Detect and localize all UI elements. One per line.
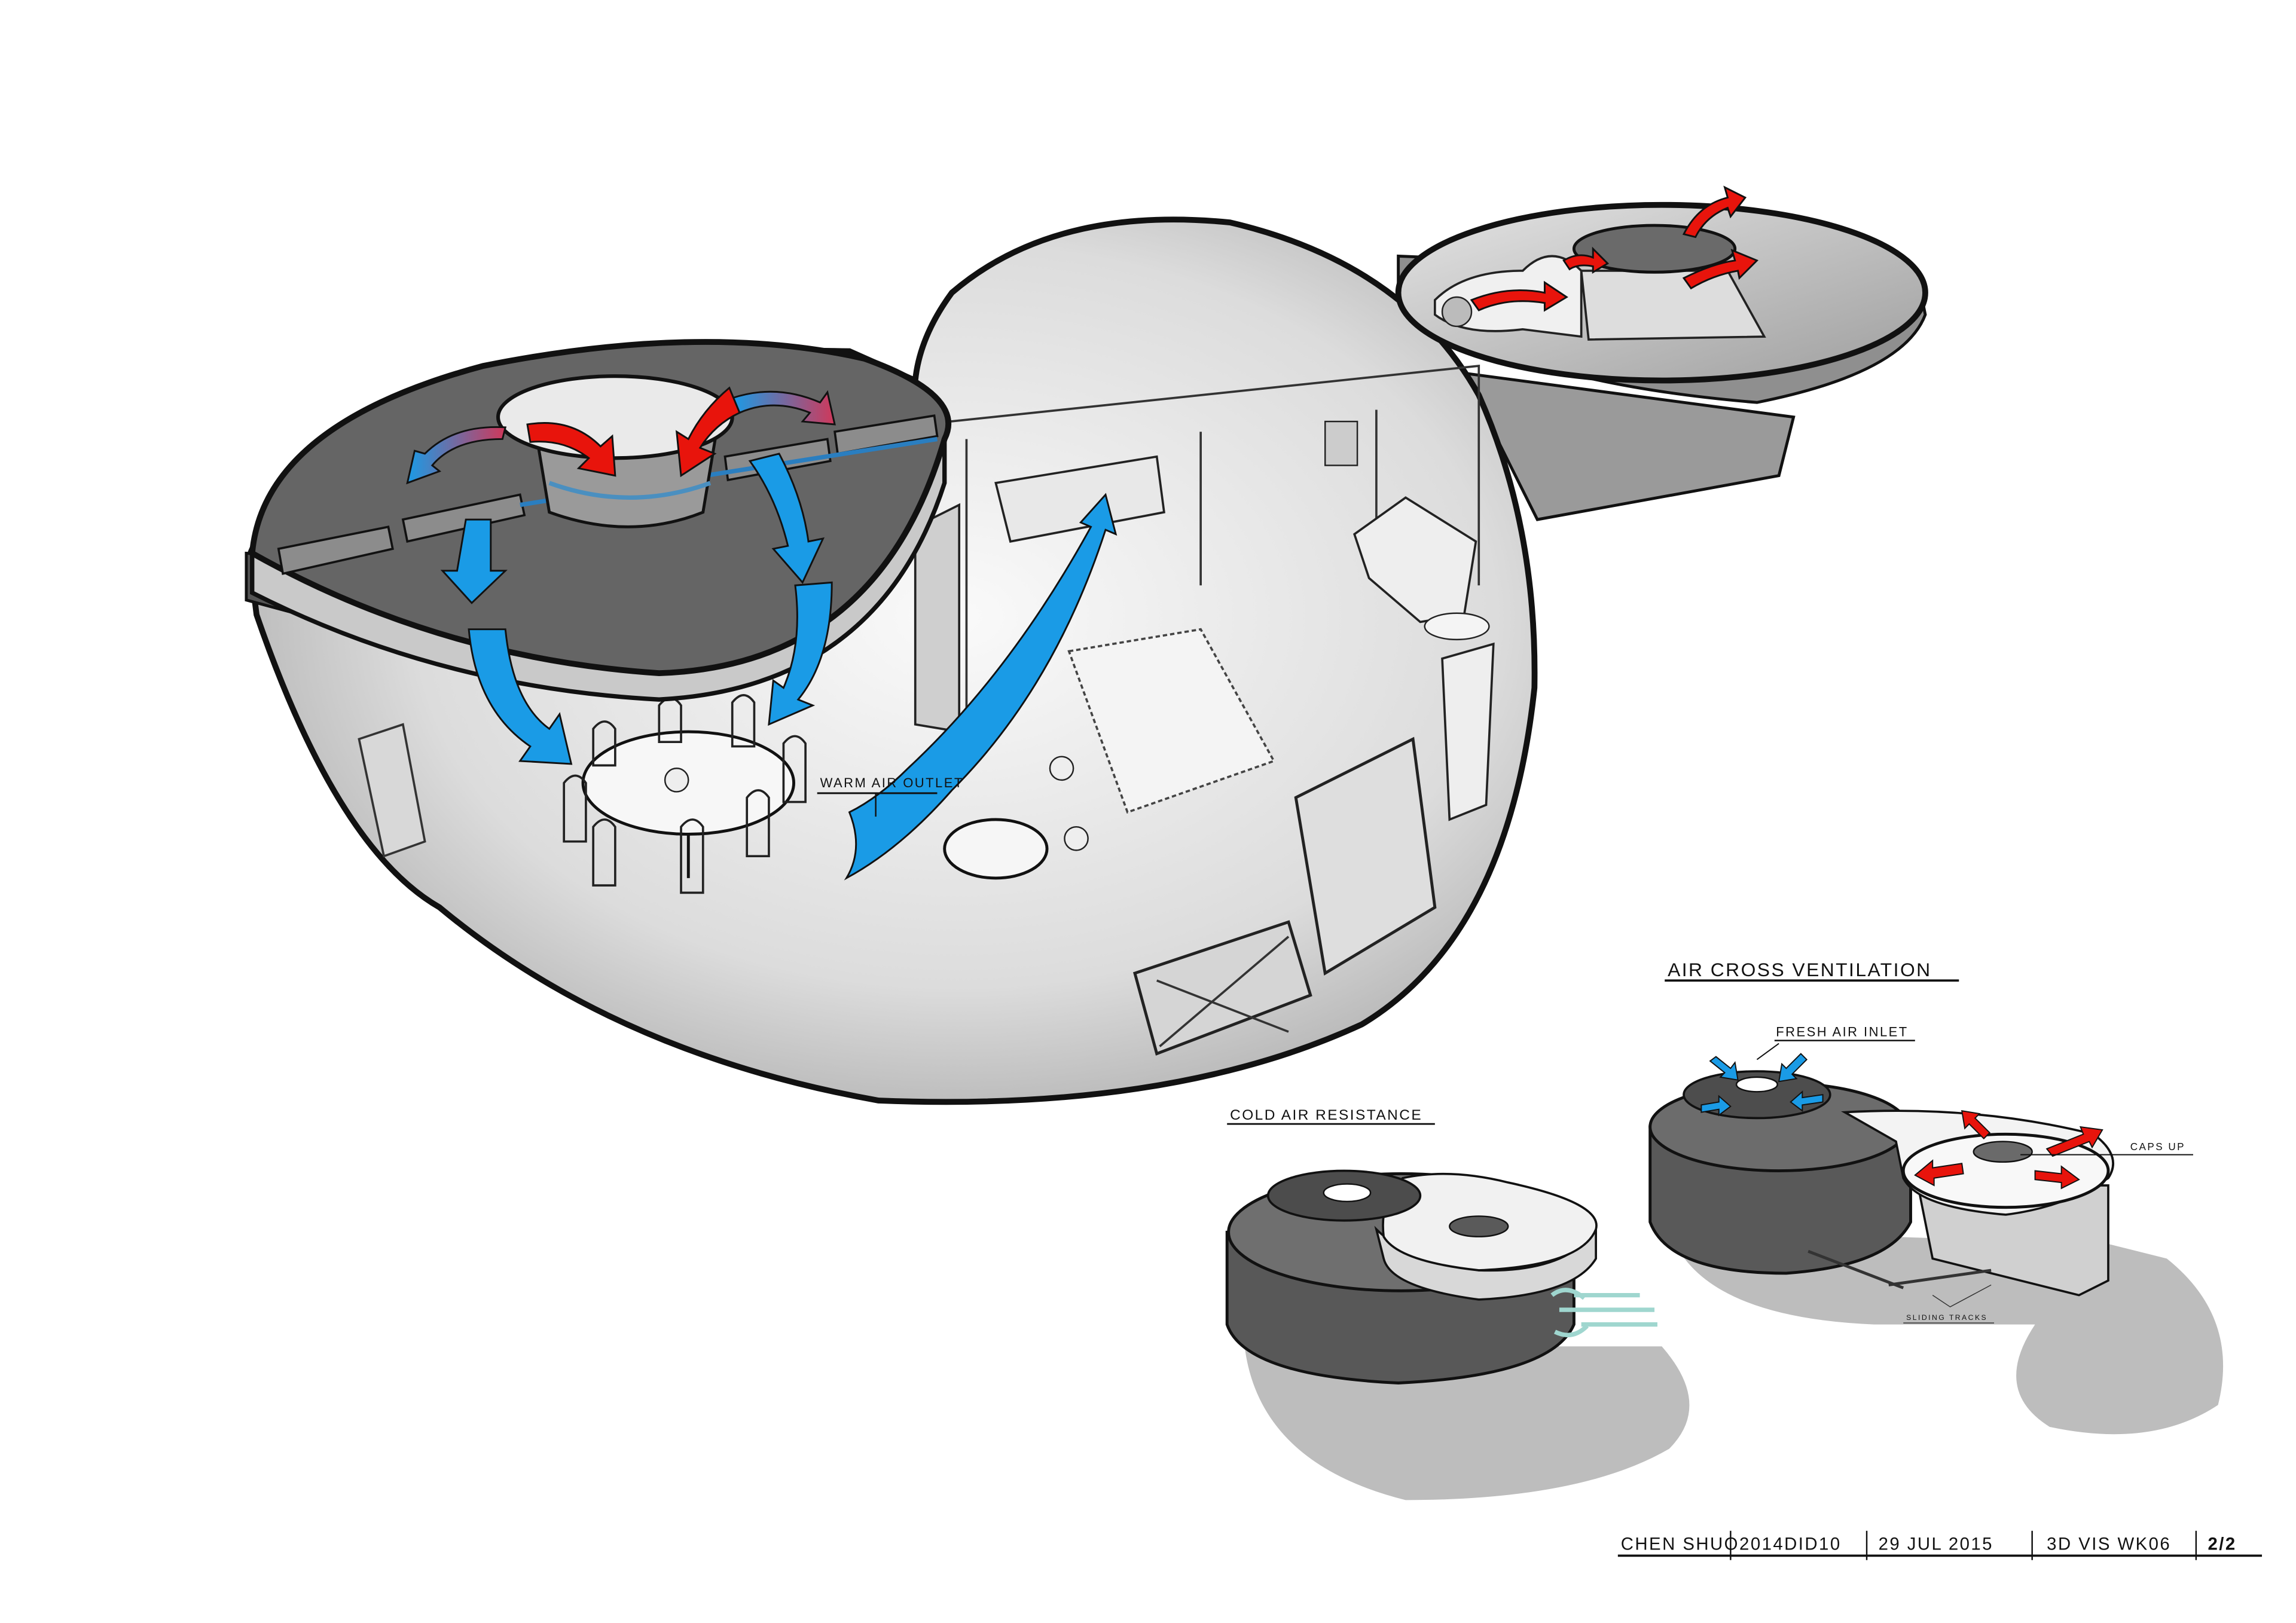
caps-up-label: CAPS UP — [2130, 1141, 2185, 1153]
red-arrow-icon — [1914, 1159, 1964, 1187]
red-arrow-icon — [1961, 1109, 1991, 1140]
dining-set — [563, 694, 807, 894]
red-arrow-icon — [2034, 1165, 2080, 1190]
air-cross-ventilation-title: AIR CROSS VENTILATION — [1668, 959, 1931, 980]
red-arrow-icon — [1470, 280, 1568, 312]
wind-icon — [1550, 1288, 1657, 1337]
red-arrow-icon — [2045, 1126, 2103, 1157]
red-arrow-icon — [526, 422, 616, 477]
red-arrow-icon — [1682, 249, 1759, 290]
blue-arrow-icon — [731, 390, 836, 426]
title-block: CHEN SHUO 2014DID10 29 JUL 2015 3D VIS W… — [1617, 1530, 2263, 1560]
air-cross-ventilation-diagram: AIR CROSS VENTILATION FRESH AIR INLET CA… — [1648, 959, 2224, 1435]
warm-air-arrows — [526, 185, 1759, 478]
red-arrow-icon — [1682, 185, 1747, 239]
blue-arrow-icon — [468, 628, 573, 765]
cool-air-arrows — [406, 390, 1118, 881]
blue-arrow-icon — [1700, 1095, 1732, 1117]
date: 29 JUL 2015 — [1879, 1535, 1993, 1554]
warm-air-outlet-callout: WARM AIR OUTLET — [817, 775, 964, 817]
rug — [1067, 628, 1276, 814]
blue-arrow-icon — [406, 426, 507, 485]
warm-air-outlet-arrow-icon — [844, 493, 1118, 881]
fresh-air-inlet-label: FRESH AIR INLET — [1776, 1024, 1908, 1039]
blue-arrow-icon — [1778, 1053, 1808, 1083]
red-arrow-icon — [1562, 246, 1610, 274]
blue-arrow-icon — [768, 581, 833, 726]
sliding-tracks-label: SLIDING TRACKS — [1906, 1313, 1987, 1322]
author: CHEN SHUO — [1621, 1535, 1739, 1554]
blue-arrow-icon — [748, 453, 825, 585]
student-id: 2014DID10 — [1739, 1535, 1842, 1554]
red-arrow-icon — [675, 386, 741, 478]
cold-air-resistance-label: COLD AIR RESISTANCE — [1230, 1107, 1422, 1123]
blue-arrow-icon — [440, 518, 508, 604]
blue-arrow-icon — [1709, 1056, 1739, 1081]
course: 3D VIS WK06 — [2047, 1535, 2171, 1554]
warm-air-outlet-label: WARM AIR OUTLET — [820, 775, 964, 790]
cold-air-resistance-diagram: COLD AIR RESISTANCE — [1225, 1107, 1690, 1500]
blue-arrow-icon — [1790, 1090, 1824, 1112]
page-number: 2/2 — [2208, 1535, 2236, 1554]
